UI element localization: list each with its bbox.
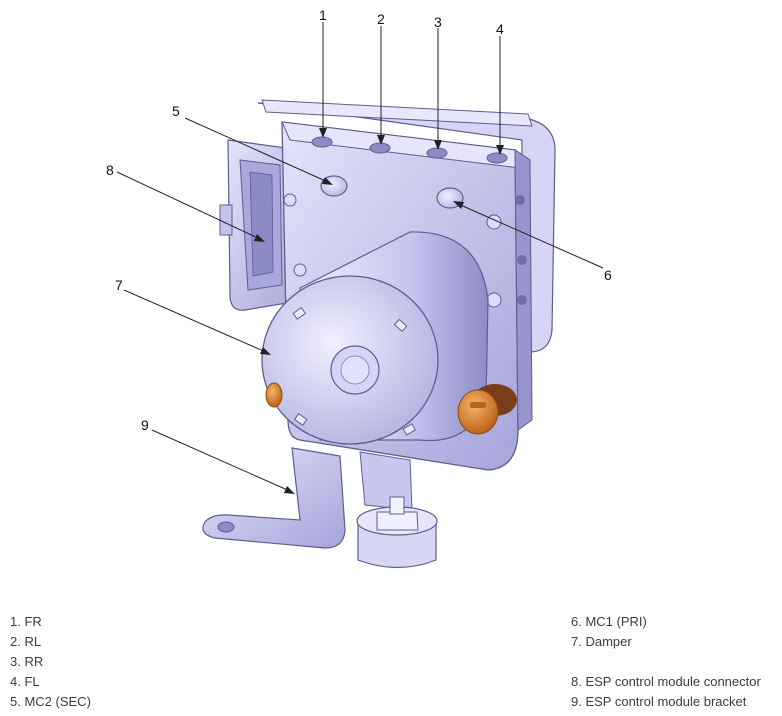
legend-item-mc2: 5. MC2 (SEC) bbox=[10, 694, 91, 709]
legend-right: 6. MC1 (PRI) 7. Damper 8. ESP control mo… bbox=[571, 612, 761, 712]
legend-item-mc1: 6. MC1 (PRI) bbox=[571, 614, 647, 629]
callout-7: 7 bbox=[115, 277, 123, 293]
brake-ports bbox=[311, 136, 508, 164]
callout-8: 8 bbox=[106, 162, 114, 178]
pump-motor bbox=[261, 231, 489, 445]
callout-3: 3 bbox=[434, 14, 442, 30]
legend-item-connector: 8. ESP control module connector bbox=[571, 674, 761, 689]
abs-esp-unit-diagram: 1 2 3 4 5 6 7 8 9 bbox=[106, 7, 612, 569]
callout-2: 2 bbox=[377, 11, 385, 27]
legend-item-rr: 3. RR bbox=[10, 654, 44, 669]
legend-left: 1. FR 2. RL 3. RR 4. FL 5. MC2 (SEC) bbox=[10, 612, 91, 712]
orange-plugs bbox=[265, 382, 517, 435]
esp-control-module-bracket bbox=[202, 447, 413, 549]
legend-item-rl: 2. RL bbox=[10, 634, 42, 649]
callout-6: 6 bbox=[604, 267, 612, 283]
callout-4: 4 bbox=[496, 21, 504, 37]
legend-item-bracket: 9. ESP control module bracket bbox=[571, 694, 747, 709]
legend-spacer bbox=[571, 652, 761, 672]
leader-lines bbox=[116, 22, 604, 494]
legend-item-fr: 1. FR bbox=[10, 614, 42, 629]
callout-5: 5 bbox=[172, 103, 180, 119]
mounting-bolt bbox=[356, 496, 438, 569]
legend-item-damper: 7. Damper bbox=[571, 634, 632, 649]
callout-1: 1 bbox=[319, 7, 327, 23]
callout-labels: 1 2 3 4 5 6 7 8 9 bbox=[106, 7, 612, 433]
callout-9: 9 bbox=[141, 417, 149, 433]
legend-item-fl: 4. FL bbox=[10, 674, 40, 689]
